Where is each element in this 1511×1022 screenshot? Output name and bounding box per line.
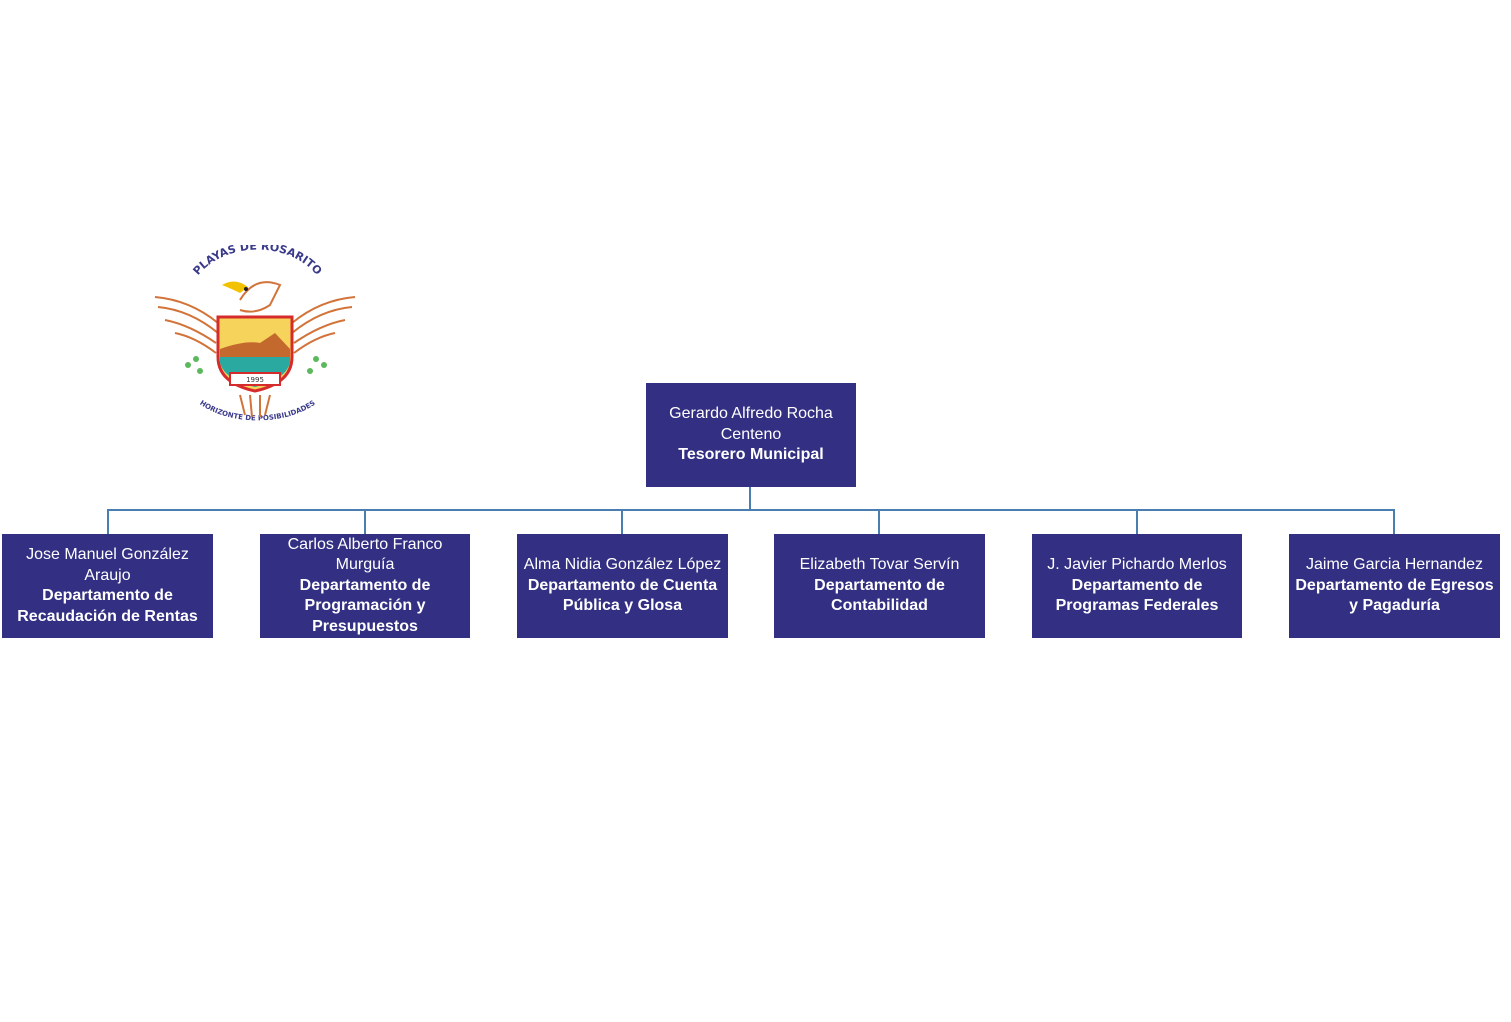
node-name: Gerardo Alfredo Rocha Centeno <box>669 405 833 443</box>
connector-child-3 <box>621 509 623 534</box>
svg-text:HORIZONTE DE POSIBILIDADES: HORIZONTE DE POSIBILIDADES <box>198 399 316 422</box>
playas-de-rosarito-logo: PLAYAS DE ROSARITO HORIZONTE DE POSIBILI… <box>154 245 356 422</box>
node-programacion-presupuestos: Carlos Alberto Franco Murguía Departamen… <box>260 534 470 638</box>
root-node-tesorero: Gerardo Alfredo Rocha Centeno Tesorero M… <box>646 383 856 487</box>
node-name: Jose Manuel González Araujo <box>26 546 189 584</box>
node-contabilidad: Elizabeth Tovar Servín Departamento de C… <box>774 534 985 638</box>
connector-root-down <box>749 487 751 511</box>
node-role: Departamento de Contabilidad <box>814 576 945 615</box>
node-role: Departamento de Recaudación de Rentas <box>17 587 198 625</box>
node-role: Departamento de Cuenta Pública y Glosa <box>527 576 718 615</box>
node-egresos-pagaduria: Jaime Garcia Hernandez Departamento de E… <box>1289 534 1500 638</box>
connector-child-4 <box>878 509 880 534</box>
connector-child-5 <box>1136 509 1138 534</box>
connector-child-6 <box>1393 509 1395 534</box>
node-name: Carlos Alberto Franco Murguía <box>287 535 443 574</box>
node-name: Elizabeth Tovar Servín <box>799 556 960 574</box>
node-role: Departamento de Programación y Presupues… <box>299 576 431 635</box>
node-role: Departamento de Egresos y Pagaduría <box>1295 576 1494 615</box>
connector-horizontal <box>107 509 1395 511</box>
node-recaudacion-rentas: Jose Manuel González Araujo Departamento… <box>2 534 213 638</box>
node-cuenta-publica-glosa: Alma Nidia González López Departamento d… <box>517 534 728 638</box>
node-name: Jaime Garcia Hernandez <box>1306 556 1483 574</box>
connector-child-2 <box>364 509 366 534</box>
connector-child-1 <box>107 509 109 534</box>
node-name: J. Javier Pichardo Merlos <box>1047 556 1227 574</box>
svg-text:1995: 1995 <box>246 376 264 384</box>
node-name: Alma Nidia González López <box>523 556 722 574</box>
node-role: Tesorero Municipal <box>678 446 824 464</box>
node-programas-federales: J. Javier Pichardo Merlos Departamento d… <box>1032 534 1242 638</box>
node-role: Departamento de Programas Federales <box>1055 576 1219 615</box>
svg-text:PLAYAS DE ROSARITO: PLAYAS DE ROSARITO <box>191 245 325 278</box>
